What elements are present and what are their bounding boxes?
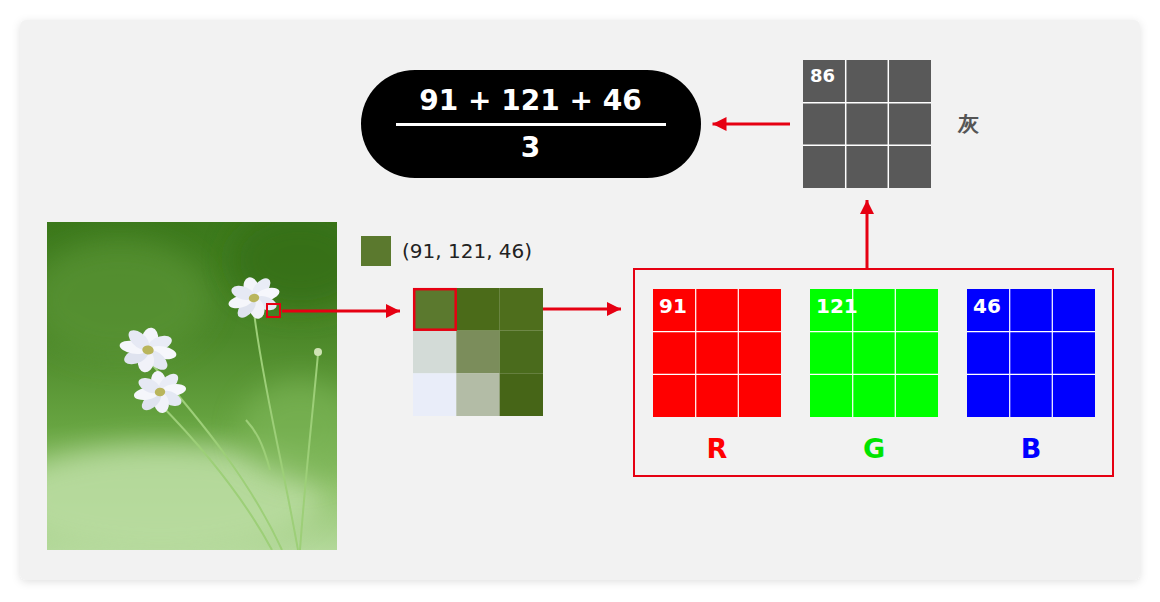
green-channel-grid — [810, 289, 938, 417]
blue-channel: 46B — [967, 289, 1095, 417]
green-channel: 121G — [810, 289, 938, 417]
formula-numerator: 91 + 121 + 46 — [396, 84, 666, 126]
flow-arrow — [713, 123, 791, 126]
zoom-pointer — [282, 310, 400, 313]
channel-value: 46 — [973, 294, 1001, 318]
pixel-value-label: (91, 121, 46) — [402, 238, 532, 264]
flower-photo — [47, 222, 337, 550]
zoom-pixel-grid — [413, 288, 543, 416]
channel-label: B — [967, 433, 1095, 465]
channel-value: 121 — [816, 294, 858, 318]
pixel-zoom-grid: (91, 121, 46) — [413, 288, 543, 416]
flow-arrow — [543, 308, 621, 311]
formula-pill: 91 + 121 + 46 3 — [361, 70, 701, 178]
channel-label: G — [810, 433, 938, 465]
channel-label: R — [653, 433, 781, 465]
gray-grid: 86灰 — [803, 60, 931, 188]
rgb-channel-frame: 91R121G46B — [633, 268, 1114, 477]
gray-value: 86 — [810, 65, 835, 87]
flow-arrow — [866, 200, 869, 268]
channel-value: 91 — [659, 294, 687, 318]
gray-label: 灰 — [958, 111, 979, 137]
red-channel: 91R — [653, 289, 781, 417]
red-channel-grid — [653, 289, 781, 417]
color-swatch — [361, 236, 391, 266]
gray-channel-grid — [803, 60, 931, 188]
blue-channel-grid — [967, 289, 1095, 417]
formula-denominator: 3 — [521, 131, 540, 165]
